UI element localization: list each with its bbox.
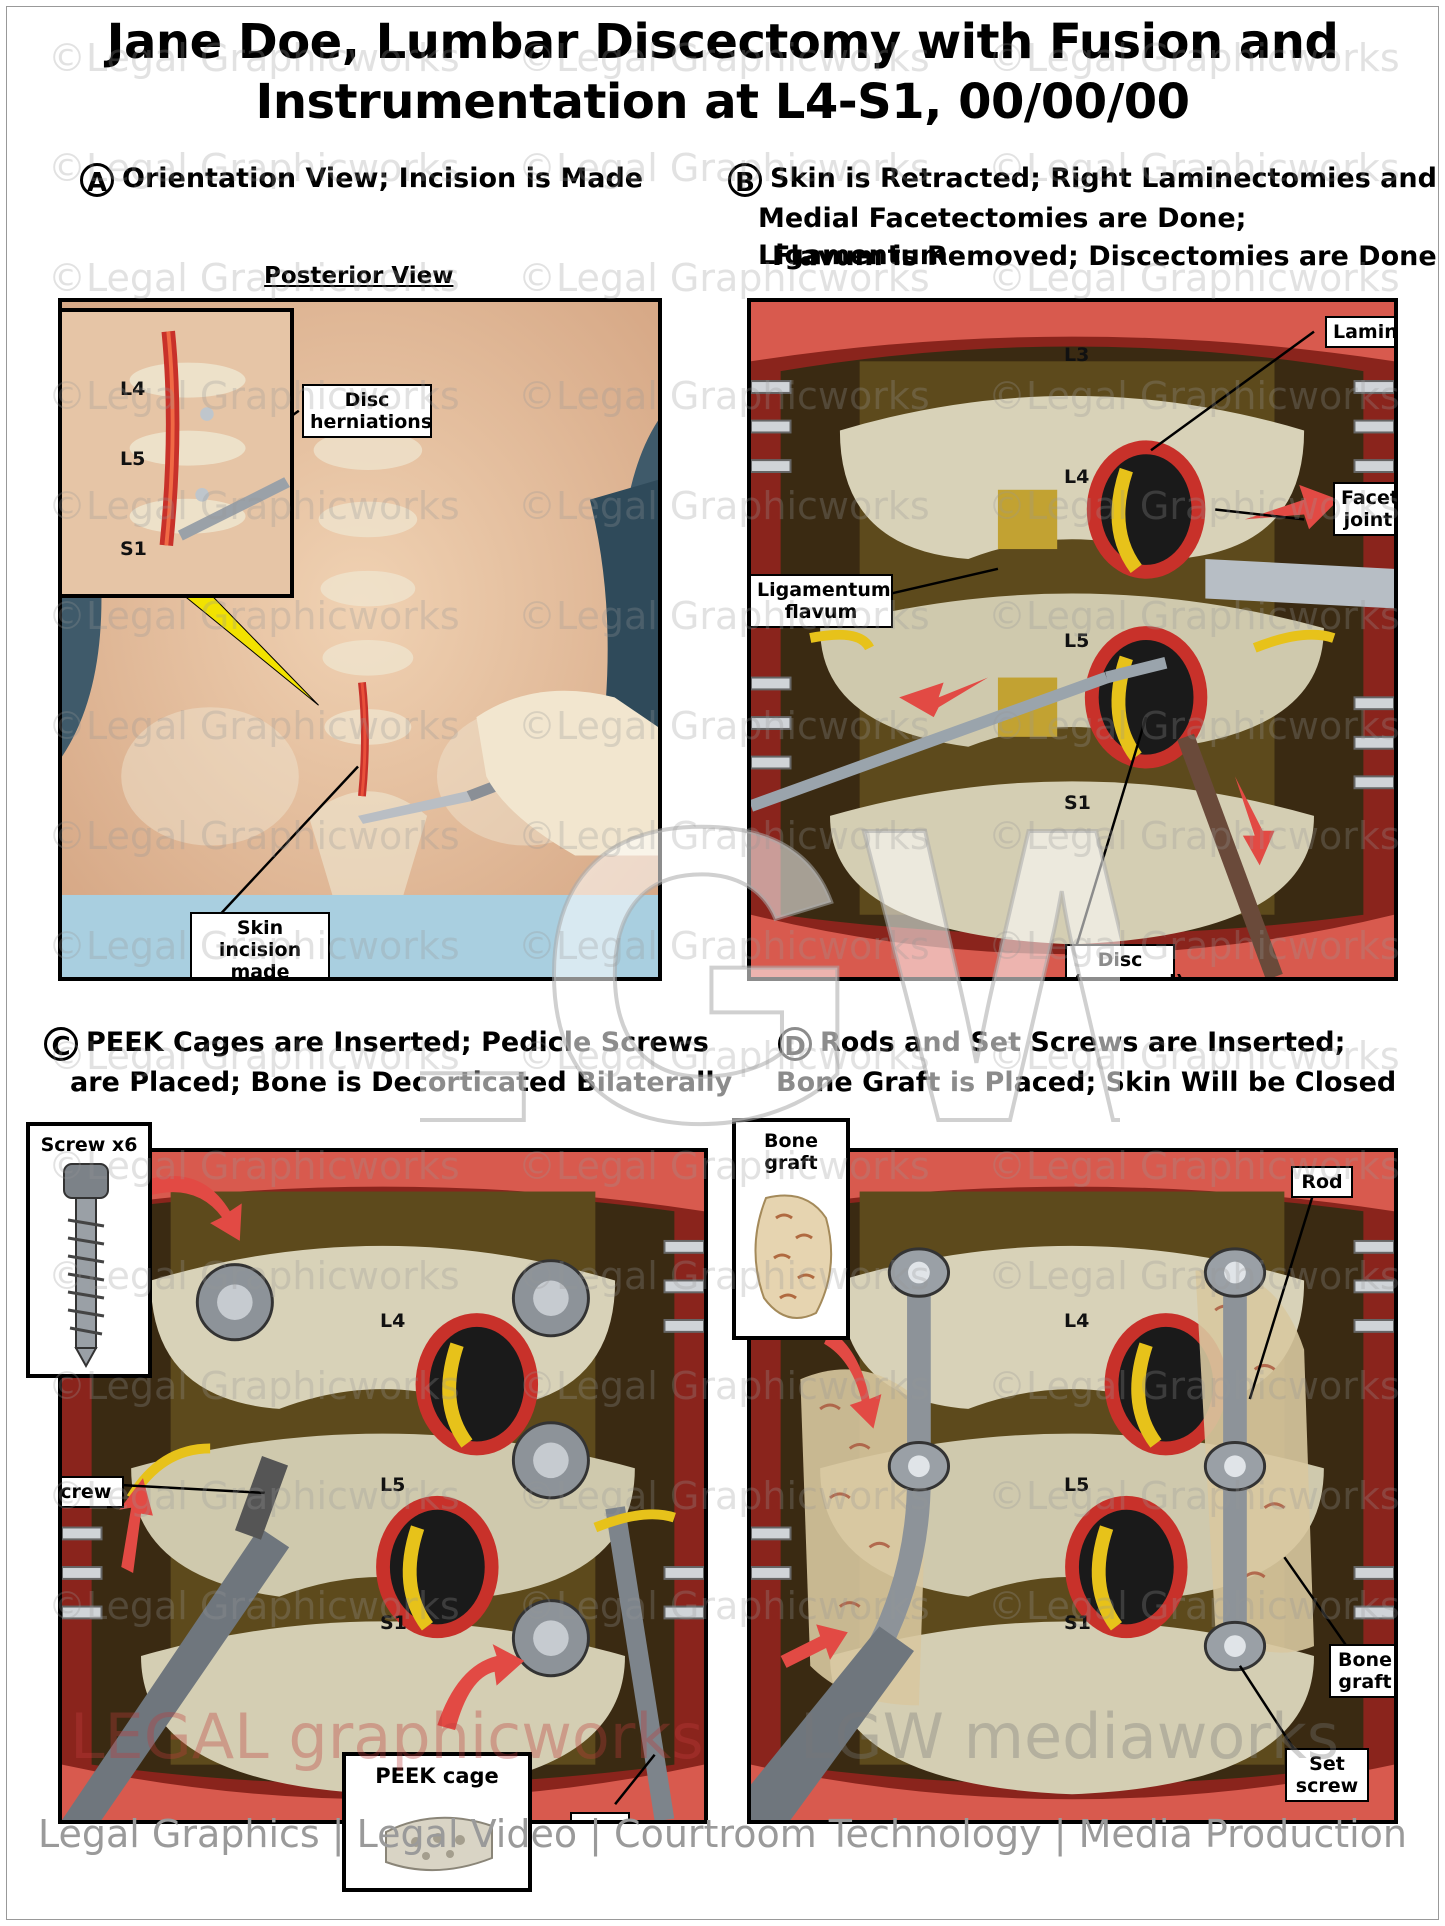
panel-a-letter: A (80, 162, 114, 198)
bone-graft-inset: Bone graft (732, 1118, 850, 1340)
panel-c-heading-line2: are Placed; Bone is Decorticated Bilater… (70, 1067, 733, 1098)
callout-lamina: Lamina (1325, 316, 1394, 348)
callout-peek-cage: PEEK cage (375, 1764, 499, 1788)
panel-a-illustration: L4 L5 S1 Disc herniations Skin incision … (58, 298, 662, 981)
bone-graft-icon (754, 1194, 833, 1319)
panel-a-level-s1: S1 (120, 538, 147, 560)
page-title-line2: Instrumentation at L4-S1, 00/00/00 (255, 74, 1190, 130)
cage-screw-illustration (62, 1152, 704, 1820)
panel-c-letter: C (44, 1026, 78, 1062)
panel-b-level-s1: S1 (1064, 792, 1091, 814)
panel-a-heading: A Orientation View; Incision is Made (80, 160, 644, 198)
panel-b-pointer-lines (869, 330, 1315, 945)
page-border (6, 6, 1439, 1920)
panel-d-level-s1: S1 (1064, 1612, 1091, 1634)
panel-a-subheading: Posterior View (264, 263, 454, 289)
callout-bone-graft: Bone graft (1329, 1644, 1394, 1698)
callout-set-screw: Set screw (1285, 1748, 1369, 1802)
callout-disc-removed: Disc (removed) (1065, 944, 1184, 977)
peek-cage-inset: PEEK cage (342, 1752, 532, 1892)
panel-a-level-l4: L4 (120, 378, 146, 400)
panel-b-heading-line2: Medial Facetectomies are Done; Ligamentu… (758, 203, 1247, 271)
panel-c-level-l4: L4 (380, 1310, 406, 1332)
pedicle-screw-icon (63, 1163, 109, 1369)
peek-cage-icon (385, 1816, 493, 1872)
panel-a-level-l5: L5 (120, 448, 146, 470)
rod-fusion-illustration (751, 1152, 1394, 1820)
panel-b-level-l4: L4 (1064, 466, 1090, 488)
panel-b-heading-line3: Flavum is Removed; Discectomies are Done (772, 241, 1437, 272)
panel-a-closeup-inset: L4 L5 S1 (62, 308, 294, 598)
callout-ligamentum-flavum: Ligamentum flavum (751, 574, 893, 628)
panel-d-illustration: L4 L5 S1 Rod Bone graft Set screw (747, 1148, 1398, 1824)
panel-d-level-l5: L5 (1064, 1474, 1090, 1496)
panel-b-level-l5: L5 (1064, 630, 1090, 652)
callout-screw: Screw (62, 1476, 124, 1508)
panel-b-illustration: L3 L4 L5 S1 Lamina Facet joint Ligamentu… (747, 298, 1398, 981)
panel-c-level-l5: L5 (380, 1474, 406, 1496)
panel-c-pointer-lines (121, 1483, 656, 1805)
panel-c-heading-line1: PEEK Cages are Inserted; Pedicle Screws (86, 1027, 709, 1058)
panel-d-heading-line1: Rods and Set Screws are Inserted; (820, 1027, 1346, 1058)
panel-d-heading-line2: Bone Graft is Placed; Skin Will be Close… (776, 1067, 1397, 1098)
panel-d-level-l4: L4 (1064, 1310, 1090, 1332)
panel-c-illustration: L4 L5 S1 Screw Drill (58, 1148, 708, 1824)
callout-drill: Drill (570, 1812, 630, 1820)
panel-b-heading: B Skin is Retracted; Right Laminectomies … (728, 160, 1437, 198)
panel-d-heading: D Rods and Set Screws are Inserted; (778, 1024, 1346, 1062)
panel-d-letter: D (778, 1026, 812, 1062)
footer-tagline: Legal Graphics | Legal Video | Courtroom… (37, 1812, 1408, 1856)
callout-rod: Rod (1291, 1166, 1353, 1198)
callout-disc-herniations: Disc herniations (302, 384, 432, 438)
panel-b-letter: B (728, 162, 762, 198)
screw-x6-inset: Screw x6 (26, 1122, 152, 1378)
panel-b-heading-line1: Skin is Retracted; Right Laminectomies a… (770, 163, 1437, 194)
callout-screw-x6: Screw x6 (40, 1134, 138, 1156)
closeup-illustration (62, 312, 290, 594)
panel-c-level-s1: S1 (380, 1612, 407, 1634)
panel-c-heading: C PEEK Cages are Inserted; Pedicle Screws (44, 1024, 709, 1062)
page-title-line1: Jane Doe, Lumbar Discectomy with Fusion … (106, 14, 1339, 70)
panel-b-level-l3: L3 (1064, 344, 1090, 366)
callout-bone-graft-inset: Bone graft (764, 1130, 818, 1174)
callout-skin-incision: Skin incision made (190, 912, 330, 977)
panel-a-heading-text: Orientation View; Incision is Made (122, 163, 644, 194)
laminectomy-illustration (751, 302, 1394, 977)
callout-facet-joint: Facet joint (1333, 482, 1394, 536)
